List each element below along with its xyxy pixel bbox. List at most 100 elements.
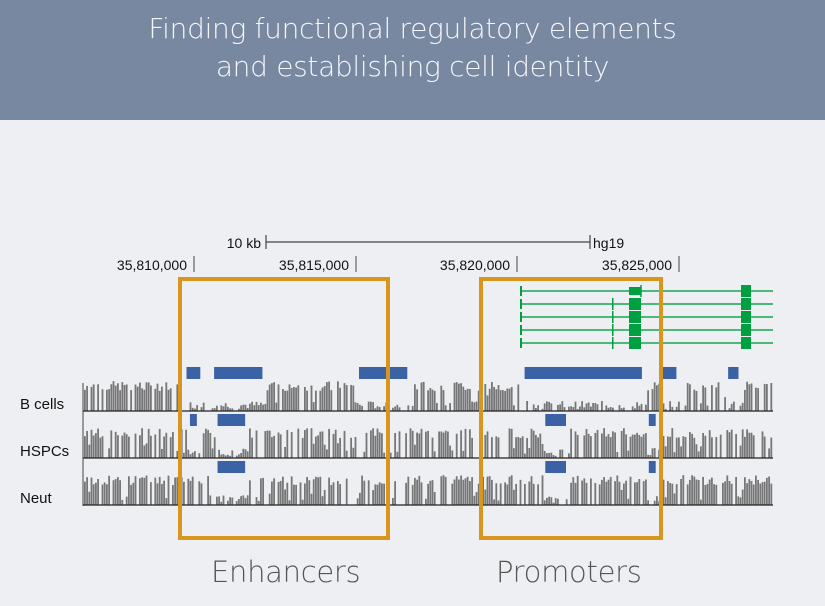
signal-bar <box>634 482 636 505</box>
signal-bar <box>746 483 748 505</box>
signal-bar <box>88 491 91 505</box>
signal-bar <box>590 478 592 505</box>
signal-bar <box>367 480 370 505</box>
signal-bar <box>678 401 680 411</box>
signal-bar <box>185 429 187 458</box>
signal-bar <box>647 500 649 505</box>
signal-bar <box>684 436 687 458</box>
signal-bar <box>561 449 564 458</box>
signal-bar <box>763 383 766 411</box>
signal-bar <box>154 388 157 411</box>
signal-bar <box>108 475 110 505</box>
signal-bar <box>623 428 625 458</box>
signal-bar <box>227 406 229 411</box>
signal-bar <box>486 395 489 411</box>
signal-bar <box>510 475 513 505</box>
title-line-1: Finding functional regulatory elements <box>148 12 677 45</box>
signal-bar <box>332 482 335 505</box>
exon <box>629 298 641 310</box>
signal-bar <box>631 434 634 458</box>
signal-bar <box>240 453 242 458</box>
exon-tick <box>612 311 614 323</box>
signal-bar <box>752 484 755 505</box>
signal-bar <box>433 451 436 458</box>
signal-bar <box>605 436 608 458</box>
signal-bar <box>97 428 99 458</box>
signal-bar <box>213 408 216 411</box>
signal-bar <box>367 401 370 411</box>
signal-bar <box>246 451 249 458</box>
signal-bar <box>757 388 759 411</box>
signal-bar <box>141 388 143 411</box>
signal-bar <box>323 386 326 411</box>
signal-bar <box>306 428 308 458</box>
signal-bar <box>427 390 429 411</box>
signal-bar <box>744 477 746 505</box>
signal-bar <box>486 476 489 505</box>
signal-bar <box>297 428 300 458</box>
signal-bar <box>172 484 174 505</box>
slide-title: Finding functional regulatory elements a… <box>0 10 825 86</box>
signal-bar <box>689 384 691 411</box>
signal-bar <box>143 477 146 505</box>
signal-bar <box>198 481 201 505</box>
signal-bar <box>543 500 546 505</box>
exon <box>741 337 751 349</box>
signal-bar <box>312 402 315 411</box>
signal-bar <box>466 476 469 505</box>
signal-bar <box>381 483 383 505</box>
signal-bar <box>240 405 242 411</box>
signal-bar <box>460 430 462 458</box>
signal-bar <box>381 433 383 458</box>
signal-bar <box>469 388 471 411</box>
signal-bar <box>326 449 328 458</box>
signal-bar <box>411 484 414 505</box>
signal-bar <box>675 437 678 458</box>
signal-bar <box>119 480 121 505</box>
signal-bar <box>238 408 240 411</box>
signal-bar <box>497 385 500 411</box>
signal-bar <box>255 401 258 411</box>
signal-bar <box>99 437 102 458</box>
signal-bar <box>455 382 458 411</box>
signal-bar <box>337 381 339 411</box>
signal-bar <box>557 404 559 411</box>
signal-bar <box>557 498 559 505</box>
signal-bar <box>420 428 423 458</box>
signal-bar <box>312 479 315 505</box>
signal-bar <box>715 484 718 505</box>
signal-bar <box>165 382 168 411</box>
signal-bar <box>708 479 711 505</box>
signal-bar <box>319 431 322 458</box>
signal-bar <box>165 498 168 505</box>
signal-bar <box>585 403 588 411</box>
signal-bar <box>411 405 414 411</box>
signal-bar <box>240 496 242 505</box>
signal-bar <box>702 385 704 411</box>
coord-label: 35,815,000 <box>279 257 349 273</box>
signal-bar <box>231 497 234 505</box>
signal-bar <box>220 405 223 411</box>
signal-bar <box>374 484 377 505</box>
signal-bar <box>97 384 99 411</box>
signal-bar <box>455 476 458 505</box>
signal-bar <box>425 431 427 458</box>
peak-region <box>545 461 566 473</box>
signal-bar <box>746 381 748 411</box>
signal-bar <box>596 404 599 411</box>
peak-region <box>189 414 197 426</box>
signal-bar <box>669 401 671 411</box>
signal-bar <box>614 432 616 458</box>
signal-bar <box>194 451 196 458</box>
assembly-label: hg19 <box>593 235 624 251</box>
signal-bar <box>651 389 654 411</box>
signal-bar <box>84 481 86 505</box>
signal-bar <box>90 477 93 505</box>
signal-bar <box>770 383 773 411</box>
signal-bar <box>581 401 583 411</box>
signal-bar <box>449 403 451 411</box>
signal-bar <box>561 401 564 411</box>
signal-bar <box>744 436 746 458</box>
signal-bar <box>110 430 113 458</box>
signal-bar <box>229 408 231 411</box>
